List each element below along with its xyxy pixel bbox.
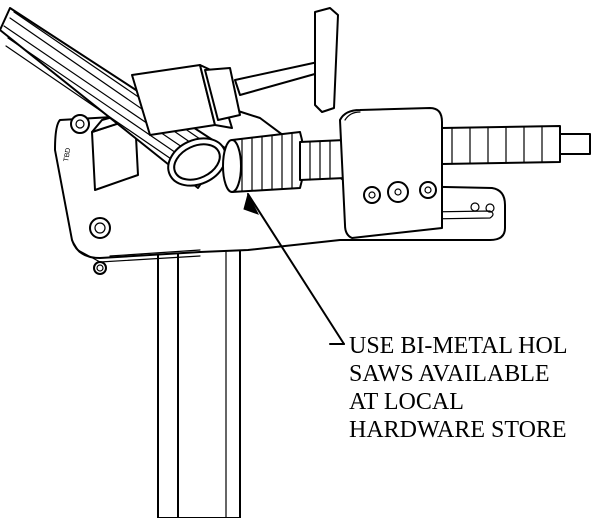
- bearing-housing: [339, 107, 443, 239]
- bolt-bottom: [93, 261, 107, 275]
- drive-shaft: [441, 125, 591, 165]
- hole-saw: [222, 131, 305, 193]
- plate-slot-holes: [470, 202, 495, 213]
- callout-line-3: AT LOCAL: [349, 389, 464, 415]
- callout-leader: [243, 192, 345, 345]
- adjust-screw-right: [419, 181, 437, 199]
- adjust-screw-left: [363, 186, 381, 204]
- bolt-rear: [70, 114, 90, 134]
- callout-line-1: USE BI-METAL HOL: [349, 333, 568, 359]
- bolt-front: [89, 217, 111, 239]
- upper-clamp: [131, 64, 241, 136]
- arbor-shaft: [299, 139, 346, 181]
- callout-line-4: HARDWARE STORE: [349, 417, 567, 443]
- adjust-screw-center: [387, 181, 409, 203]
- support-post: [157, 249, 241, 518]
- plate-marking: TBD: [63, 147, 72, 162]
- callout-note: USE BI-METAL HOL SAWS AVAILABLE AT LOCAL…: [349, 333, 568, 443]
- t-handle: [234, 7, 339, 113]
- callout-line-2: SAWS AVAILABLE: [349, 361, 550, 387]
